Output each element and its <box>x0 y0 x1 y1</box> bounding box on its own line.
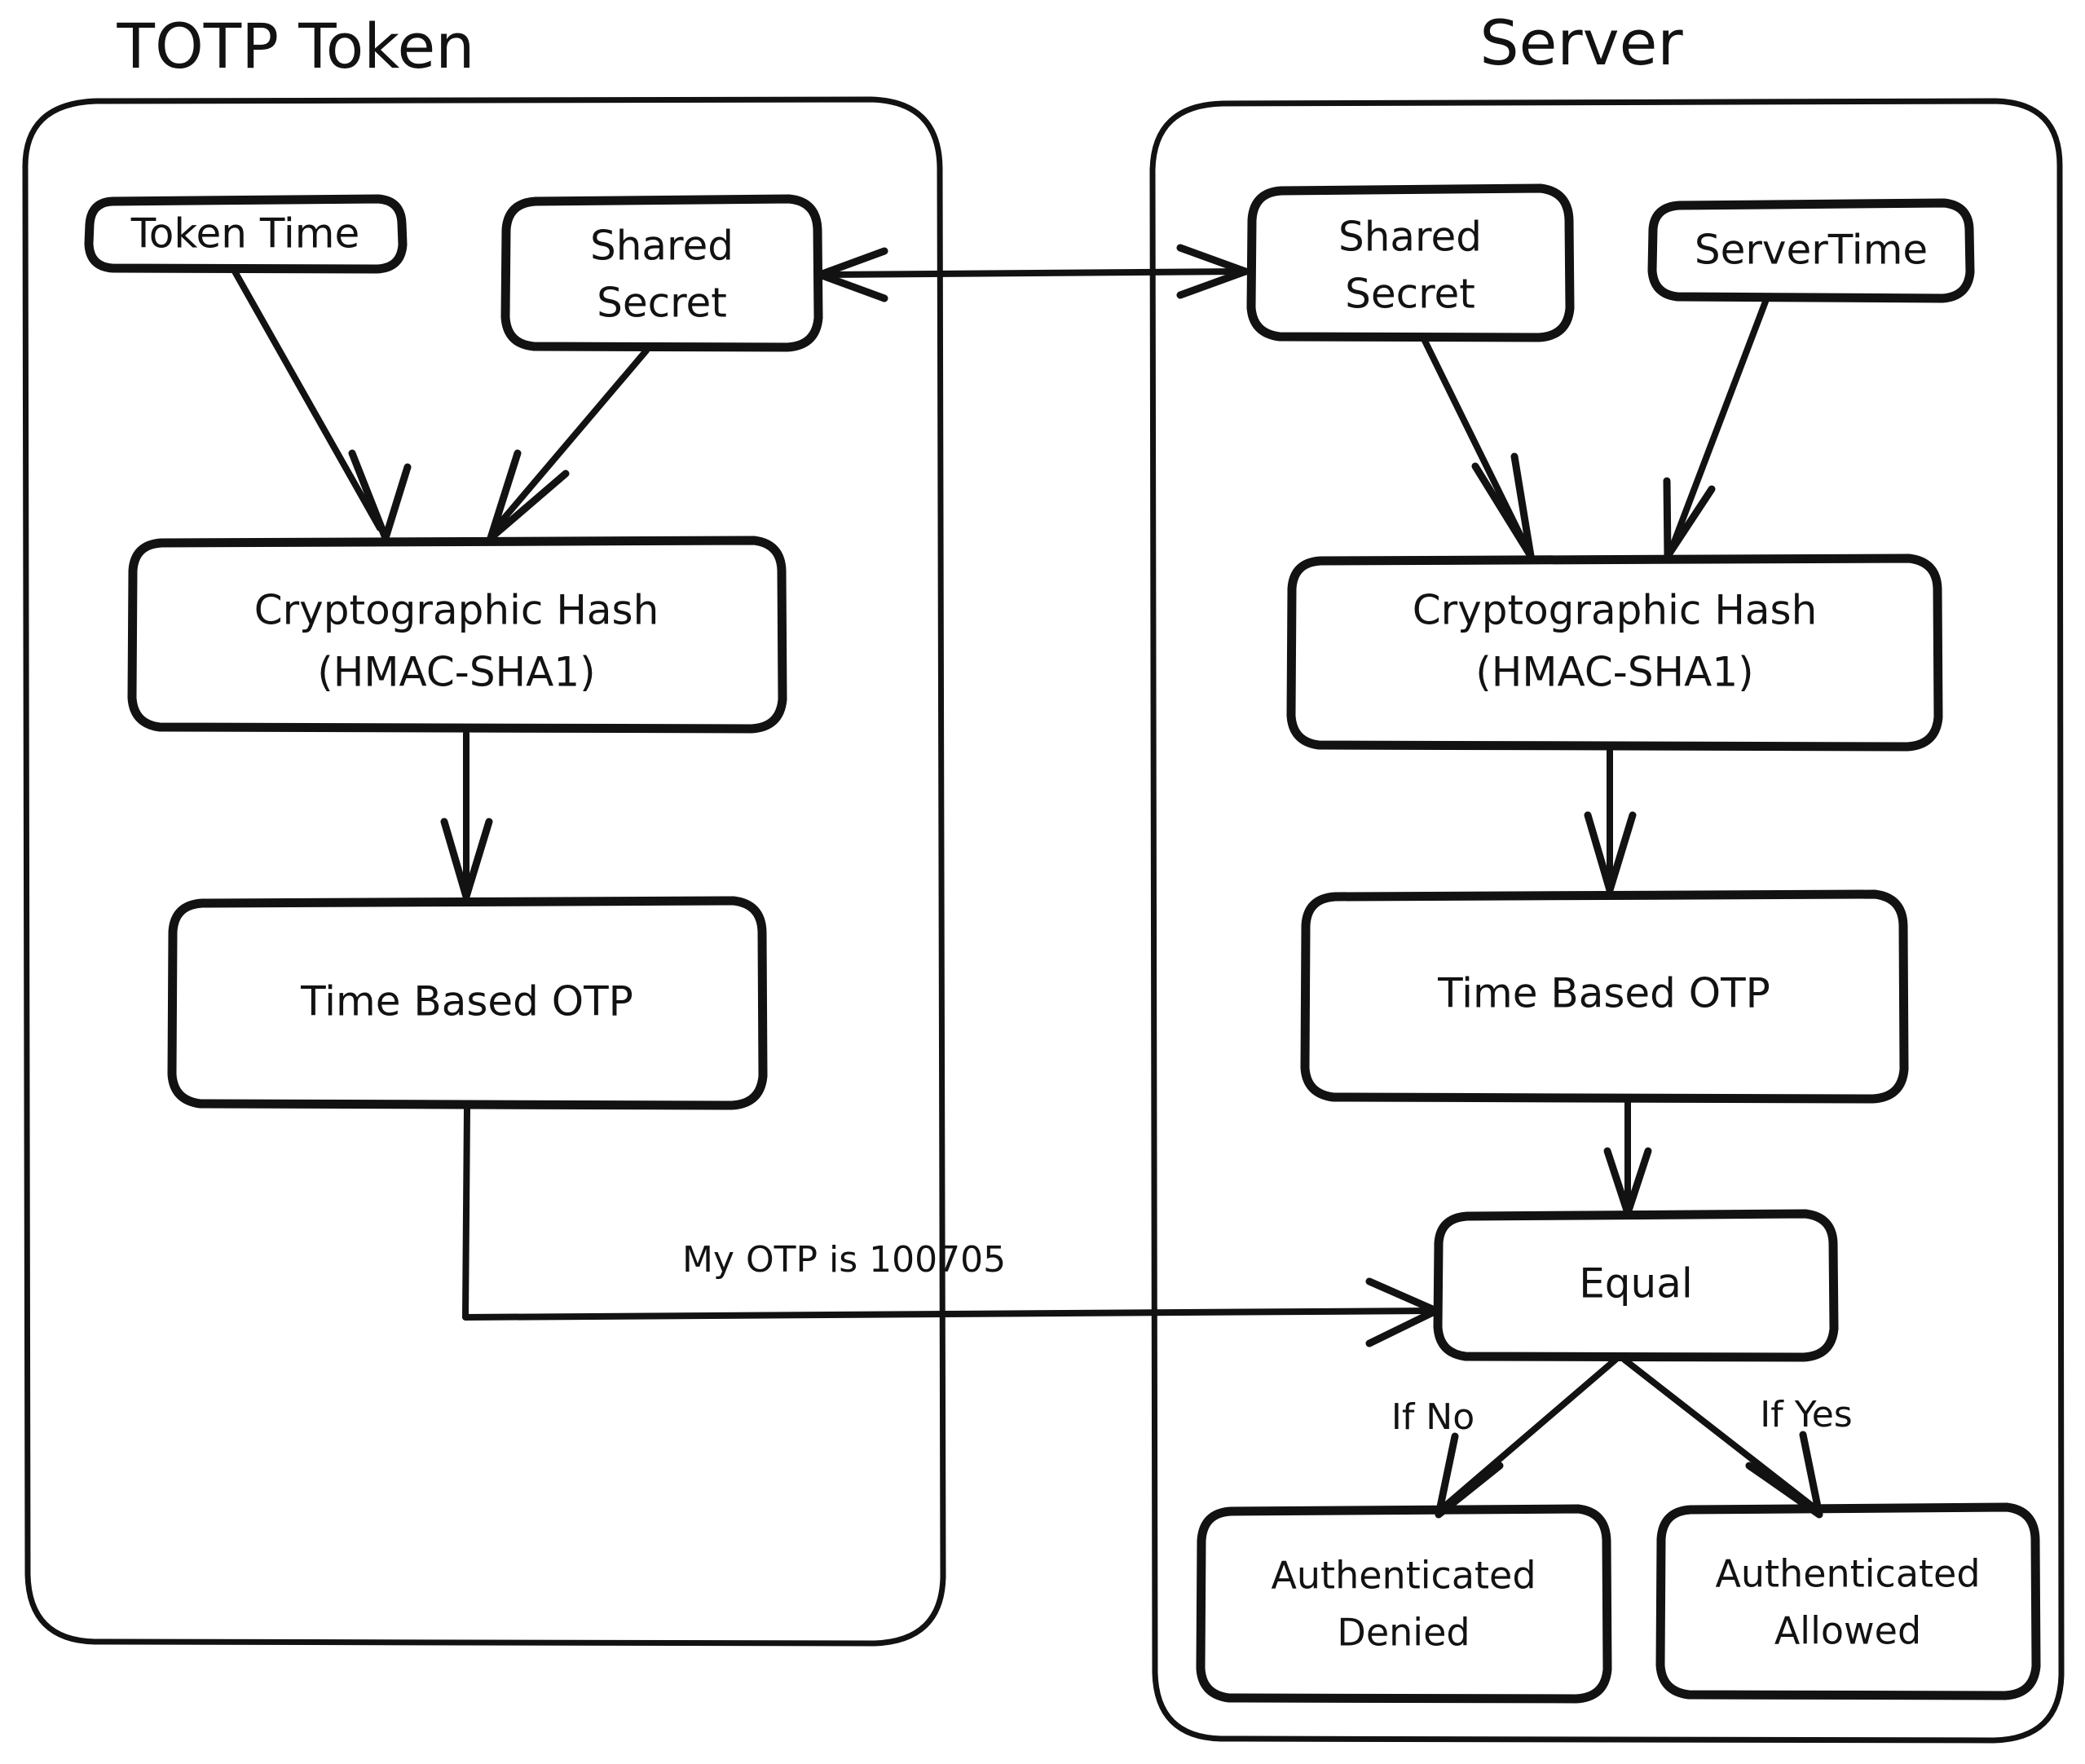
node-label-token-hash-line1: Cryptographic Hash <box>254 587 659 634</box>
node-label-denied-line1: Authenticated <box>1271 1554 1536 1598</box>
node-token-crypto-hash[interactable]: Cryptographic Hash (HMAC-SHA1) <box>127 536 787 734</box>
node-authenticated-allowed[interactable]: Authenticated Allowed <box>1655 1502 2041 1700</box>
node-label-server-otp: Time Based OTP <box>1437 970 1770 1017</box>
container-totp-token <box>22 96 946 1647</box>
edge-token-secret-to-hash <box>487 347 650 542</box>
node-label-allowed-line2: Allowed <box>1774 1609 1921 1653</box>
node-label-server-shared-secret-line2: Secret <box>1345 271 1475 318</box>
node-server-shared-secret[interactable]: Shared Secret <box>1246 183 1575 342</box>
node-label-equal: Equal <box>1579 1260 1693 1308</box>
node-label-token-shared-secret-line2: Secret <box>597 280 727 327</box>
node-label-token-hash-line2: (HMAC-SHA1) <box>317 649 595 696</box>
container-title-server: Server <box>1479 7 1683 79</box>
edge-server-secret-to-hash <box>1422 337 1535 560</box>
node-authenticated-denied[interactable]: Authenticated Denied <box>1196 1504 1612 1704</box>
node-label-allowed-line1: Authenticated <box>1715 1552 1980 1596</box>
container-title-totp-token: TOTP Token <box>117 10 475 82</box>
node-server-time[interactable]: ServerTime <box>1647 198 1975 303</box>
node-label-server-hash-line2: (HMAC-SHA1) <box>1475 649 1753 696</box>
node-token-shared-secret[interactable]: Shared Secret <box>500 194 823 352</box>
node-label-token-otp: Time Based OTP <box>300 978 633 1025</box>
edge-server-hash-to-otp <box>1584 747 1637 894</box>
node-server-time-based-otp[interactable]: Time Based OTP <box>1300 889 1909 1104</box>
container-server <box>1149 98 2065 1744</box>
node-token-time-based-otp[interactable]: Time Based OTP <box>167 896 768 1110</box>
edge-token-hash-to-otp <box>440 730 493 901</box>
node-label-server-time: ServerTime <box>1695 227 1928 274</box>
edge-label-if-yes: If Yes <box>1760 1394 1852 1435</box>
node-label-denied-line2: Denied <box>1337 1611 1470 1655</box>
edge-server-time-to-hash <box>1663 298 1769 560</box>
node-equal[interactable]: Equal <box>1433 1209 1839 1362</box>
edge-token-otp-to-equal <box>462 1105 1440 1347</box>
edge-shared-secret-bidirectional <box>816 244 1250 302</box>
node-label-token-shared-secret-line1: Shared <box>590 223 734 270</box>
edge-equal-to-denied <box>1435 1356 1619 1519</box>
edge-server-otp-to-equal <box>1603 1099 1652 1217</box>
node-server-crypto-hash[interactable]: Cryptographic Hash (HMAC-SHA1) <box>1286 553 1943 752</box>
node-token-time[interactable]: Token Time <box>84 194 408 274</box>
edge-token-time-to-hash <box>231 268 412 542</box>
node-label-server-shared-secret-line1: Shared <box>1338 214 1482 261</box>
edge-equal-to-allowed <box>1621 1356 1823 1519</box>
node-label-server-hash-line1: Cryptographic Hash <box>1413 587 1818 634</box>
node-label-token-time: Token Time <box>130 210 360 258</box>
edge-label-if-no: If No <box>1391 1396 1474 1438</box>
edge-label-otp-message: My OTP is 100705 <box>682 1239 1006 1281</box>
